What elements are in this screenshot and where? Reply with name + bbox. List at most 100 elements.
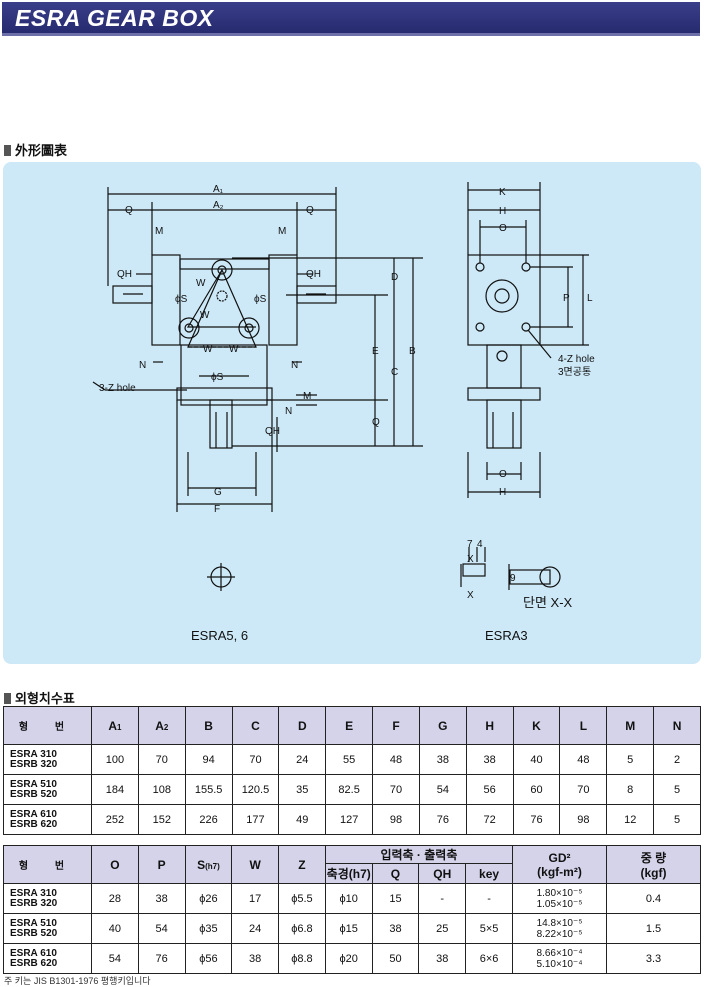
section-x-top: X	[467, 554, 474, 565]
table-cell: 28	[91, 883, 139, 914]
table-cell: 76	[418, 804, 467, 835]
table-cell: ϕ35	[184, 913, 233, 944]
section-dims-title: 외형치수표	[4, 688, 75, 707]
table-cell: 252	[91, 804, 139, 835]
table-cell: 49	[278, 804, 327, 835]
left-hole-note: 3-Z hole	[99, 383, 136, 394]
drawing-panel: A₁ A₂ Q Q M M QH QH W W ϕS ϕS W W N N ϕS…	[3, 162, 701, 664]
table-cell: 98	[559, 804, 608, 835]
table-cell: 70	[231, 744, 280, 775]
dim-M-bottom-label: M	[303, 391, 311, 402]
table-cell: 70	[559, 774, 608, 805]
table-cell: 155.5	[184, 774, 233, 805]
dim-C-label: C	[391, 367, 398, 378]
dim-4-label: 4	[477, 539, 483, 550]
dim-N-right-label: N	[291, 360, 298, 371]
table-cell: 177	[231, 804, 280, 835]
table-cell: 152	[137, 804, 186, 835]
table-cell: 35	[278, 774, 327, 805]
table-cell: 50	[371, 943, 420, 974]
table-cell: 94	[184, 744, 233, 775]
table-cell: 25	[418, 913, 467, 944]
table-cell: 72	[465, 804, 514, 835]
table-cell: 38	[465, 744, 514, 775]
dim-D-label: D	[391, 272, 398, 283]
section-outline-title: 外形圖表	[4, 140, 67, 159]
dim-H-bottom-label: H	[499, 487, 506, 498]
dim-W-label-1: W	[196, 278, 206, 289]
section-marker-icon	[4, 693, 11, 704]
table-cell: 12	[606, 804, 655, 835]
table-cell: 98	[372, 804, 420, 835]
table-cell: 108	[137, 774, 186, 805]
table-cell: 38	[418, 744, 467, 775]
dim-W-label-2: W	[200, 310, 210, 321]
table-cell: 6×6	[465, 943, 513, 974]
table-cell: 5	[653, 774, 701, 805]
dim-S-left-label: ϕS	[175, 294, 188, 305]
dim-P-label: P	[563, 293, 570, 304]
dimensions-table-2: 형 번 O P S(h7) W Z 입력축 · 출력축 GD²(kgf-m²) …	[3, 845, 701, 974]
table-cell: 3.3	[606, 943, 701, 974]
table-cell: 38	[137, 883, 186, 914]
dim-N-left-label: N	[139, 360, 146, 371]
table-cell: ϕ26	[184, 883, 233, 914]
dimensions-table-1: 형 번 A1 A2 B C D E F G H K L M N ESRA 310…	[3, 706, 701, 835]
dim-Q-left-label: Q	[125, 205, 133, 216]
dim-A2-label: A₂	[213, 200, 224, 211]
dim-O-bottom-label: O	[499, 469, 507, 480]
technical-drawing: A₁ A₂ Q Q M M QH QH W W ϕS ϕS W W N N ϕS…	[92, 182, 595, 643]
table-cell: 40	[512, 744, 561, 775]
table-cell: 38	[418, 943, 467, 974]
left-view-caption: ESRA5, 6	[191, 628, 248, 643]
right-hole-note: 4-Z hole	[558, 354, 595, 365]
dim-H-label: H	[499, 206, 506, 217]
table-cell: 48	[372, 744, 420, 775]
table-cell: 24	[231, 913, 280, 944]
page-title: ESRA GEAR BOX	[15, 5, 214, 31]
table-cell: ϕ20	[324, 943, 373, 974]
table-cell: 48	[559, 744, 608, 775]
table-cell: 70	[372, 774, 420, 805]
dim-L-label: L	[587, 293, 593, 304]
table-cell: 184	[91, 774, 139, 805]
dim-F-label: F	[214, 504, 220, 515]
dim-QH-left-label: QH	[117, 269, 132, 280]
dim-9-label: 9	[510, 573, 516, 584]
footnote: 주 키는 JIS B1301-1976 평행키입니다	[4, 976, 151, 986]
table-cell: ϕ56	[184, 943, 233, 974]
right-hole-note-2: 3면공통	[558, 366, 591, 378]
dim-E-label: E	[372, 346, 379, 357]
table-cell: 5	[653, 804, 701, 835]
title-bar: ESRA GEAR BOX	[2, 2, 700, 36]
table-cell: 54	[91, 943, 139, 974]
table-cell: 100	[91, 744, 139, 775]
table-cell: 76	[512, 804, 561, 835]
dim-K-label: K	[499, 187, 506, 198]
dim-W-label-3: W	[203, 344, 213, 355]
left-housing-right	[268, 254, 298, 346]
table-cell: 2	[653, 744, 701, 775]
table-cell: 55	[325, 744, 374, 775]
table-cell: ϕ8.8	[278, 943, 326, 974]
table-cell: ϕ6.8	[278, 913, 326, 944]
dim-Q-right-label: Q	[306, 205, 314, 216]
table-cell: -	[418, 883, 467, 914]
table-cell: 54	[137, 913, 186, 944]
dim-7-label: 7	[467, 539, 473, 550]
table-cell: 82.5	[325, 774, 374, 805]
table-header-row: 형 번 O P S(h7) W Z 입력축 · 출력축 GD²(kgf-m²) …	[3, 845, 701, 884]
table-cell: 76	[137, 943, 186, 974]
right-view-caption: ESRA3	[485, 628, 528, 643]
table-cell: ϕ5.5	[278, 883, 326, 914]
table-cell: 5×5	[465, 913, 513, 944]
table-cell: 8	[606, 774, 655, 805]
section-marker-icon	[4, 145, 11, 156]
